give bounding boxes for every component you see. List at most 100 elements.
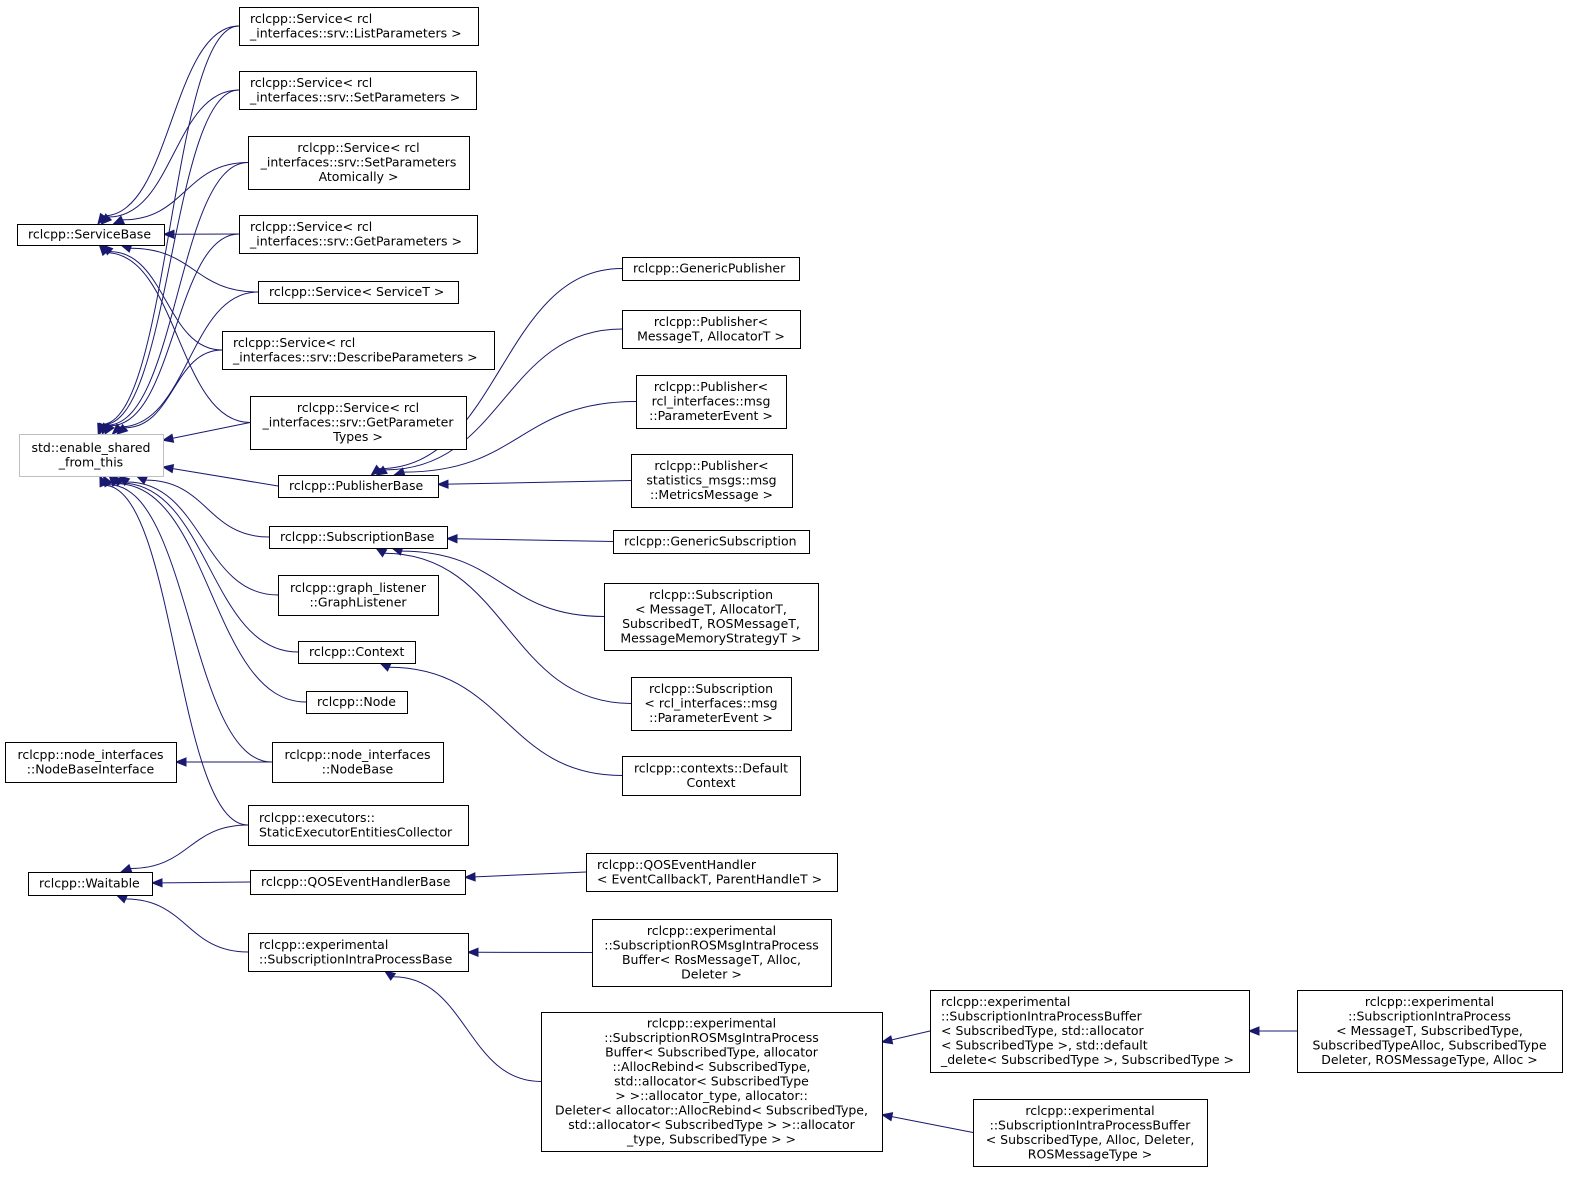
class-label-line: rclcpp::executors:: [259,810,375,825]
edge-arrowhead [466,947,479,957]
class-node-pub-msg[interactable]: rclcpp::Publisher<MessageT, AllocatorT > [622,310,801,349]
class-label-line: _interfaces::srv::GetParameter [261,415,454,430]
class-label-line: Deleter, ROSMessageType, Alloc > [1321,1052,1538,1067]
edge-line [115,483,307,703]
class-label-line: _from_this [58,454,123,469]
edge-line [103,25,240,217]
class-label-line: < SubscribedType, Alloc, Deleter, [986,1132,1195,1147]
class-node-pub-param[interactable]: rclcpp::Publisher<rcl_interfaces::msg::P… [636,375,787,429]
class-label-line: _interfaces::srv::DescribeParameters > [232,349,478,364]
edge-line [384,552,632,704]
inheritance-edge [383,970,542,1082]
class-node-nbi[interactable]: rclcpp::node_interfaces::NodeBaseInterfa… [5,742,177,783]
class-box [631,677,792,731]
class-label-line: MessageT, AllocatorT > [637,328,785,343]
class-node-sipbuf2[interactable]: rclcpp::experimental::SubscriptionIntraP… [973,1099,1208,1167]
class-node-nodebase[interactable]: rclcpp::node_interfaces::NodeBase [272,742,444,783]
class-node-svc-desc[interactable]: rclcpp::Service< rcl_interfaces::srv::De… [222,331,495,370]
inheritance-edge [174,757,272,767]
class-node-qosbase[interactable]: rclcpp::QOSEventHandlerBase [250,870,466,895]
class-box [636,375,787,429]
class-label-line: < rcl_interfaces::msg [644,696,777,711]
class-label-line: rclcpp::node_interfaces [17,747,163,762]
edge-line [119,291,259,428]
class-label-line: SubscribedTypeAlloc, SubscribedType [1312,1038,1546,1053]
class-node-sub-msg[interactable]: rclcpp::Subscription< MessageT, Allocato… [604,583,819,651]
class-label-line: rclcpp::Node [317,694,396,709]
edge-line [145,479,270,538]
class-label-line: rclcpp::Publisher< [654,379,768,394]
class-label-line: ::NodeBase [322,761,394,776]
class-label-line: rclcpp::contexts::Default [634,760,788,775]
edge-line [401,550,605,617]
class-node-subbase[interactable]: rclcpp::SubscriptionBase [269,526,448,549]
class-node-svc-gettypes[interactable]: rclcpp::Service< rcl_interfaces::srv::Ge… [250,396,467,450]
class-node-svc-set[interactable]: rclcpp::Service< rcl_interfaces::srv::Se… [239,71,477,110]
edge-arrowhead [880,1112,894,1122]
class-node-gensub[interactable]: rclcpp::GenericSubscription [613,530,810,554]
class-node-sipbase[interactable]: rclcpp::experimental::SubscriptionIntraP… [248,933,469,972]
class-label-line: < SubscribedType, std::allocator [941,1023,1145,1038]
class-node-genpub[interactable]: rclcpp::GenericPublisher [622,257,800,281]
class-label-line: < MessageT, AllocatorT, [635,601,787,616]
class-label-line: rclcpp::experimental [647,1016,776,1031]
class-node-sip[interactable]: rclcpp::experimental::SubscriptionIntraP… [1297,990,1563,1073]
class-label-line: Context [687,775,736,790]
class-label-line: std::allocator< SubscribedType [614,1074,809,1089]
class-label-line: rclcpp::node_interfaces [284,747,430,762]
class-label-line: ::SubscriptionIntraProcessBuffer [941,1009,1143,1024]
class-label-line: rclcpp::experimental [1365,994,1494,1009]
inheritance-edge [112,162,249,225]
class-label-line: _interfaces::srv::SetParameters [260,155,457,170]
class-box [586,853,838,892]
class-label-line: < MessageT, SubscribedType, [1336,1023,1523,1038]
class-label-line: rclcpp::Publisher< [654,458,768,473]
class-node-rosmsg-buf1[interactable]: rclcpp::experimental::SubscriptionROSMsg… [592,919,832,987]
edge-line [447,480,632,485]
class-node-svc-get[interactable]: rclcpp::Service< rcl_interfaces::srv::Ge… [239,215,478,254]
class-box [19,434,164,477]
class-node-qoshandler[interactable]: rclcpp::QOSEventHandler< EventCallbackT,… [586,853,838,892]
class-label-line: rclcpp::experimental [1025,1103,1154,1118]
edge-line [127,481,279,596]
class-node-graphlistener[interactable]: rclcpp::graph_listener::GraphListener [278,575,439,616]
class-node-pub-metrics[interactable]: rclcpp::Publisher<statistics_msgs::msg::… [631,454,793,508]
class-box [298,641,416,664]
class-label-line: rclcpp::Service< rcl [233,335,355,350]
class-node-svc-list[interactable]: rclcpp::Service< rcl_interfaces::srv::Li… [239,7,479,46]
edge-arrowhead [116,423,129,435]
edge-arrowhead [115,894,129,904]
inheritance-edge [150,878,251,888]
edge-line [110,233,240,427]
class-node-rosmsg-buf2[interactable]: rclcpp::experimental::SubscriptionROSMsg… [541,1012,883,1152]
inheritance-edge [108,474,307,703]
inheritance-edge [101,244,223,351]
class-label-line: rclcpp::QOSEventHandler [597,857,757,872]
class-box [622,257,800,281]
class-label-line: _type, SubscribedType > > [626,1132,796,1147]
class-box [222,331,495,370]
class-label-line: Buffer< RosMessageT, Alloc, [622,952,801,967]
class-node-staticexec[interactable]: rclcpp::executors::StaticExecutorEntitie… [248,805,469,846]
class-label-line: SubscribedT, ROSMessageT, [622,616,800,631]
class-node-sipbuf1[interactable]: rclcpp::experimental::SubscriptionIntraP… [930,990,1250,1073]
class-node-svc-t[interactable]: rclcpp::Service< ServiceT > [258,281,459,304]
class-node-node[interactable]: rclcpp::Node [306,691,408,714]
class-node-svc-setatom[interactable]: rclcpp::Service< rcl_interfaces::srv::Se… [248,136,470,190]
class-node-enable-shared[interactable]: std::enable_shared_from_this [19,434,164,477]
class-box [278,475,439,498]
class-node-sub-param[interactable]: rclcpp::Subscription< rcl_interfaces::ms… [631,677,792,731]
class-node-waitable[interactable]: rclcpp::Waitable [28,872,153,896]
class-label-line: ROSMessageType > [1028,1146,1152,1161]
class-label-line: rclcpp::Service< rcl [250,219,372,234]
class-node-servicebase[interactable]: rclcpp::ServiceBase [17,224,165,246]
class-label-line: rclcpp::graph_listener [290,580,427,595]
class-label-line: MessageMemoryStrategyT > [620,630,801,645]
edge-line [130,247,259,293]
class-node-pubbase[interactable]: rclcpp::PublisherBase [278,475,439,498]
class-label-line: < SubscribedType >, std::default [941,1038,1148,1053]
class-node-context[interactable]: rclcpp::Context [298,641,416,664]
inheritance-edge [102,474,273,763]
class-box [631,454,793,508]
